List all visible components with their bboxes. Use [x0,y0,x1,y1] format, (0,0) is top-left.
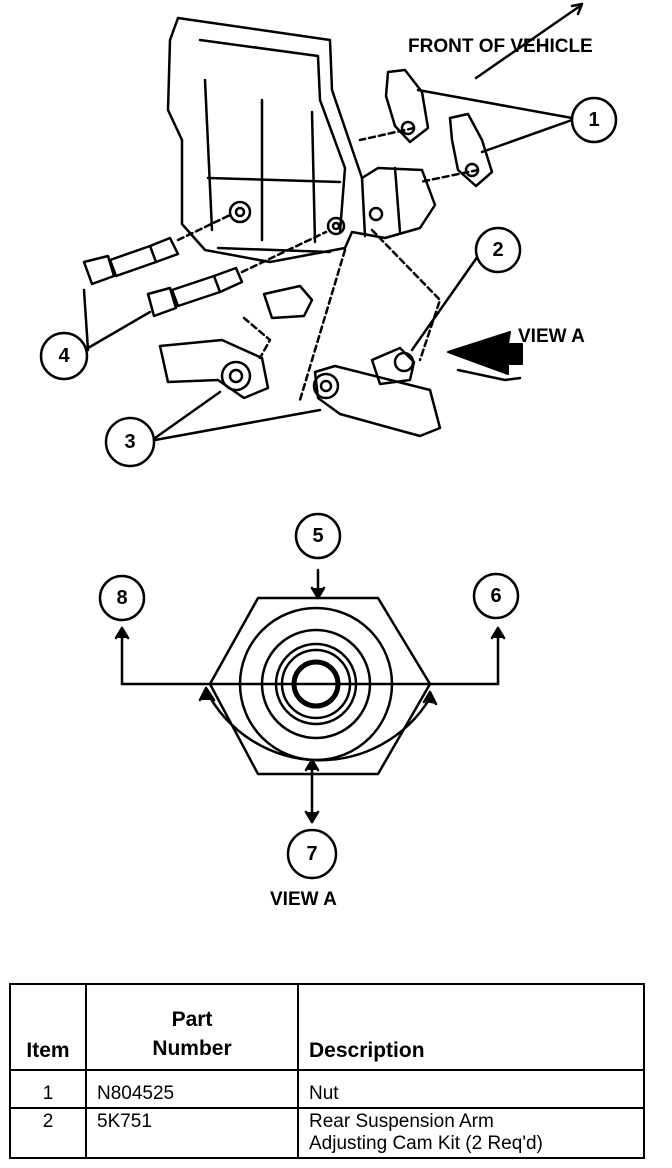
callout-numbers: 1 2 3 4 5 6 7 8 [58,109,599,865]
table-row: 2 5K751 Rear Suspension Arm Adjusting Ca… [9,1107,645,1159]
callout-6-circle [472,572,520,620]
callout-6-label: 6 [490,585,501,607]
callout-7-label: 7 [306,843,317,865]
front-of-vehicle-label: FRONT OF VEHICLE [408,36,593,57]
suspension-diagram: 1 2 3 4 5 6 7 8 FRONT OF VEHICLE VIEW A … [39,2,618,910]
row-item: 1 [9,1069,87,1109]
view-a-arrow [447,331,523,382]
view-a-label-top: VIEW A [518,326,585,347]
upper-leaders [82,88,574,442]
callout-5-label: 5 [312,525,323,547]
callout-circles [39,96,618,880]
callout-4-circle [39,331,89,381]
callout-8-label: 8 [116,587,127,609]
callout-3-label: 3 [124,431,135,453]
row-part-number: N804525 [85,1069,299,1109]
front-of-vehicle-arrow [474,2,584,80]
callout-1-label: 1 [588,109,599,131]
table-row: 1 N804525 Nut [9,1069,645,1109]
callout-3-circle [104,416,156,468]
row-description: Nut [297,1069,645,1109]
callout-7-circle [286,828,338,880]
bracket-assembly [166,16,437,264]
parts-table: Item Part Number Description 1 N804525 N… [9,983,645,1159]
row-item: 2 [9,1107,87,1159]
callout-4-label: 4 [58,345,70,367]
header-part-number-line1: Part [171,1008,213,1031]
bolts [82,213,328,320]
callout-2-circle [474,226,522,274]
view-a-label-bottom: VIEW A [270,889,337,910]
row-description: Rear Suspension Arm Adjusting Cam Kit (2… [297,1107,645,1159]
callout-2-label: 2 [492,239,503,261]
callout-8-circle [98,574,146,622]
header-part-number: Part Number [85,983,299,1071]
header-part-number-line2: Number [152,1037,232,1060]
row-part-number: 5K751 [85,1107,299,1159]
header-description: Description [297,983,645,1071]
suspension-arms [158,228,442,438]
cam-nut-parts [358,68,494,188]
view-a-detail [114,568,506,824]
callout-5-circle [294,512,342,560]
header-item: Item [9,983,87,1071]
cam-bolt [370,346,416,386]
callout-1-circle [570,96,618,144]
table-header-row: Item Part Number Description [9,983,645,1071]
